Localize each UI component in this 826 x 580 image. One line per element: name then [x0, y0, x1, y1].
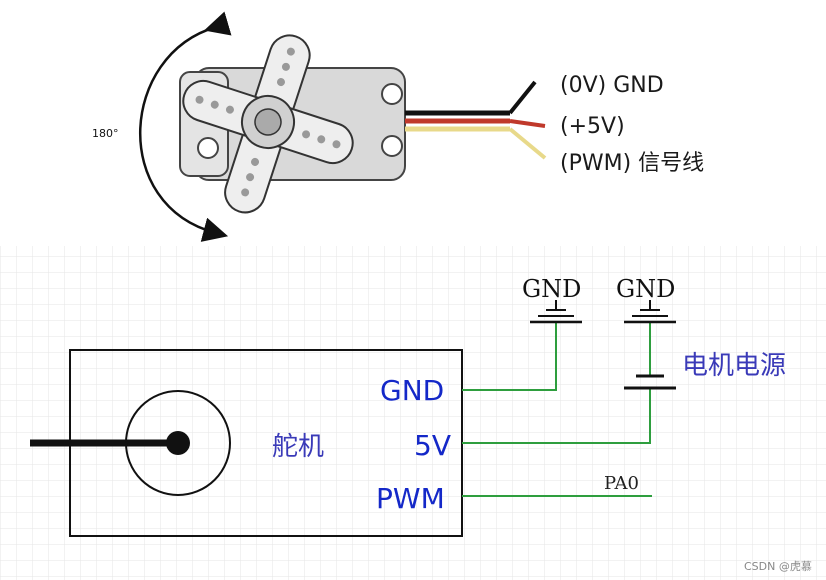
wire-gnd: [462, 322, 557, 391]
mount-hole-bottom: [381, 135, 403, 157]
servo-label: 舵机: [272, 432, 324, 462]
wire-5v: [462, 388, 651, 444]
mount-hole-top: [381, 83, 403, 105]
shaft-outer-circle: [125, 390, 231, 496]
pin-label-5v: 5V: [414, 429, 451, 462]
angle-label: 180°: [92, 127, 119, 140]
ground-symbol-1: [530, 300, 582, 324]
servo-horn: [182, 34, 354, 214]
schematic: 舵机 GND 5V PWM GND GND 电机电源: [0, 246, 826, 580]
watermark: CSDN @虎慕: [744, 559, 812, 573]
battery-symbol: [624, 374, 676, 390]
wire-label-5v: (+5V): [560, 114, 625, 139]
pin-label-pwm: PWM: [376, 482, 445, 515]
ground-symbol-2: [624, 300, 676, 324]
shaft-dot: [166, 431, 190, 455]
pin-label-gnd: GND: [380, 374, 444, 407]
servo-photo: 180°: [92, 11, 704, 242]
mount-hole-left: [197, 137, 219, 159]
ground-label-1: GND: [522, 275, 581, 303]
ground-label-2: GND: [616, 275, 675, 303]
rotation-arc: [139, 11, 232, 242]
signal-net-label: PA0: [604, 473, 639, 494]
power-label: 电机电源: [682, 351, 786, 381]
wire-label-gnd: (0V) GND: [560, 73, 664, 98]
servo-cable: [405, 80, 547, 160]
wire-label-pwm: (PWM) 信号线: [560, 151, 704, 176]
schematic-grid: [0, 246, 826, 580]
